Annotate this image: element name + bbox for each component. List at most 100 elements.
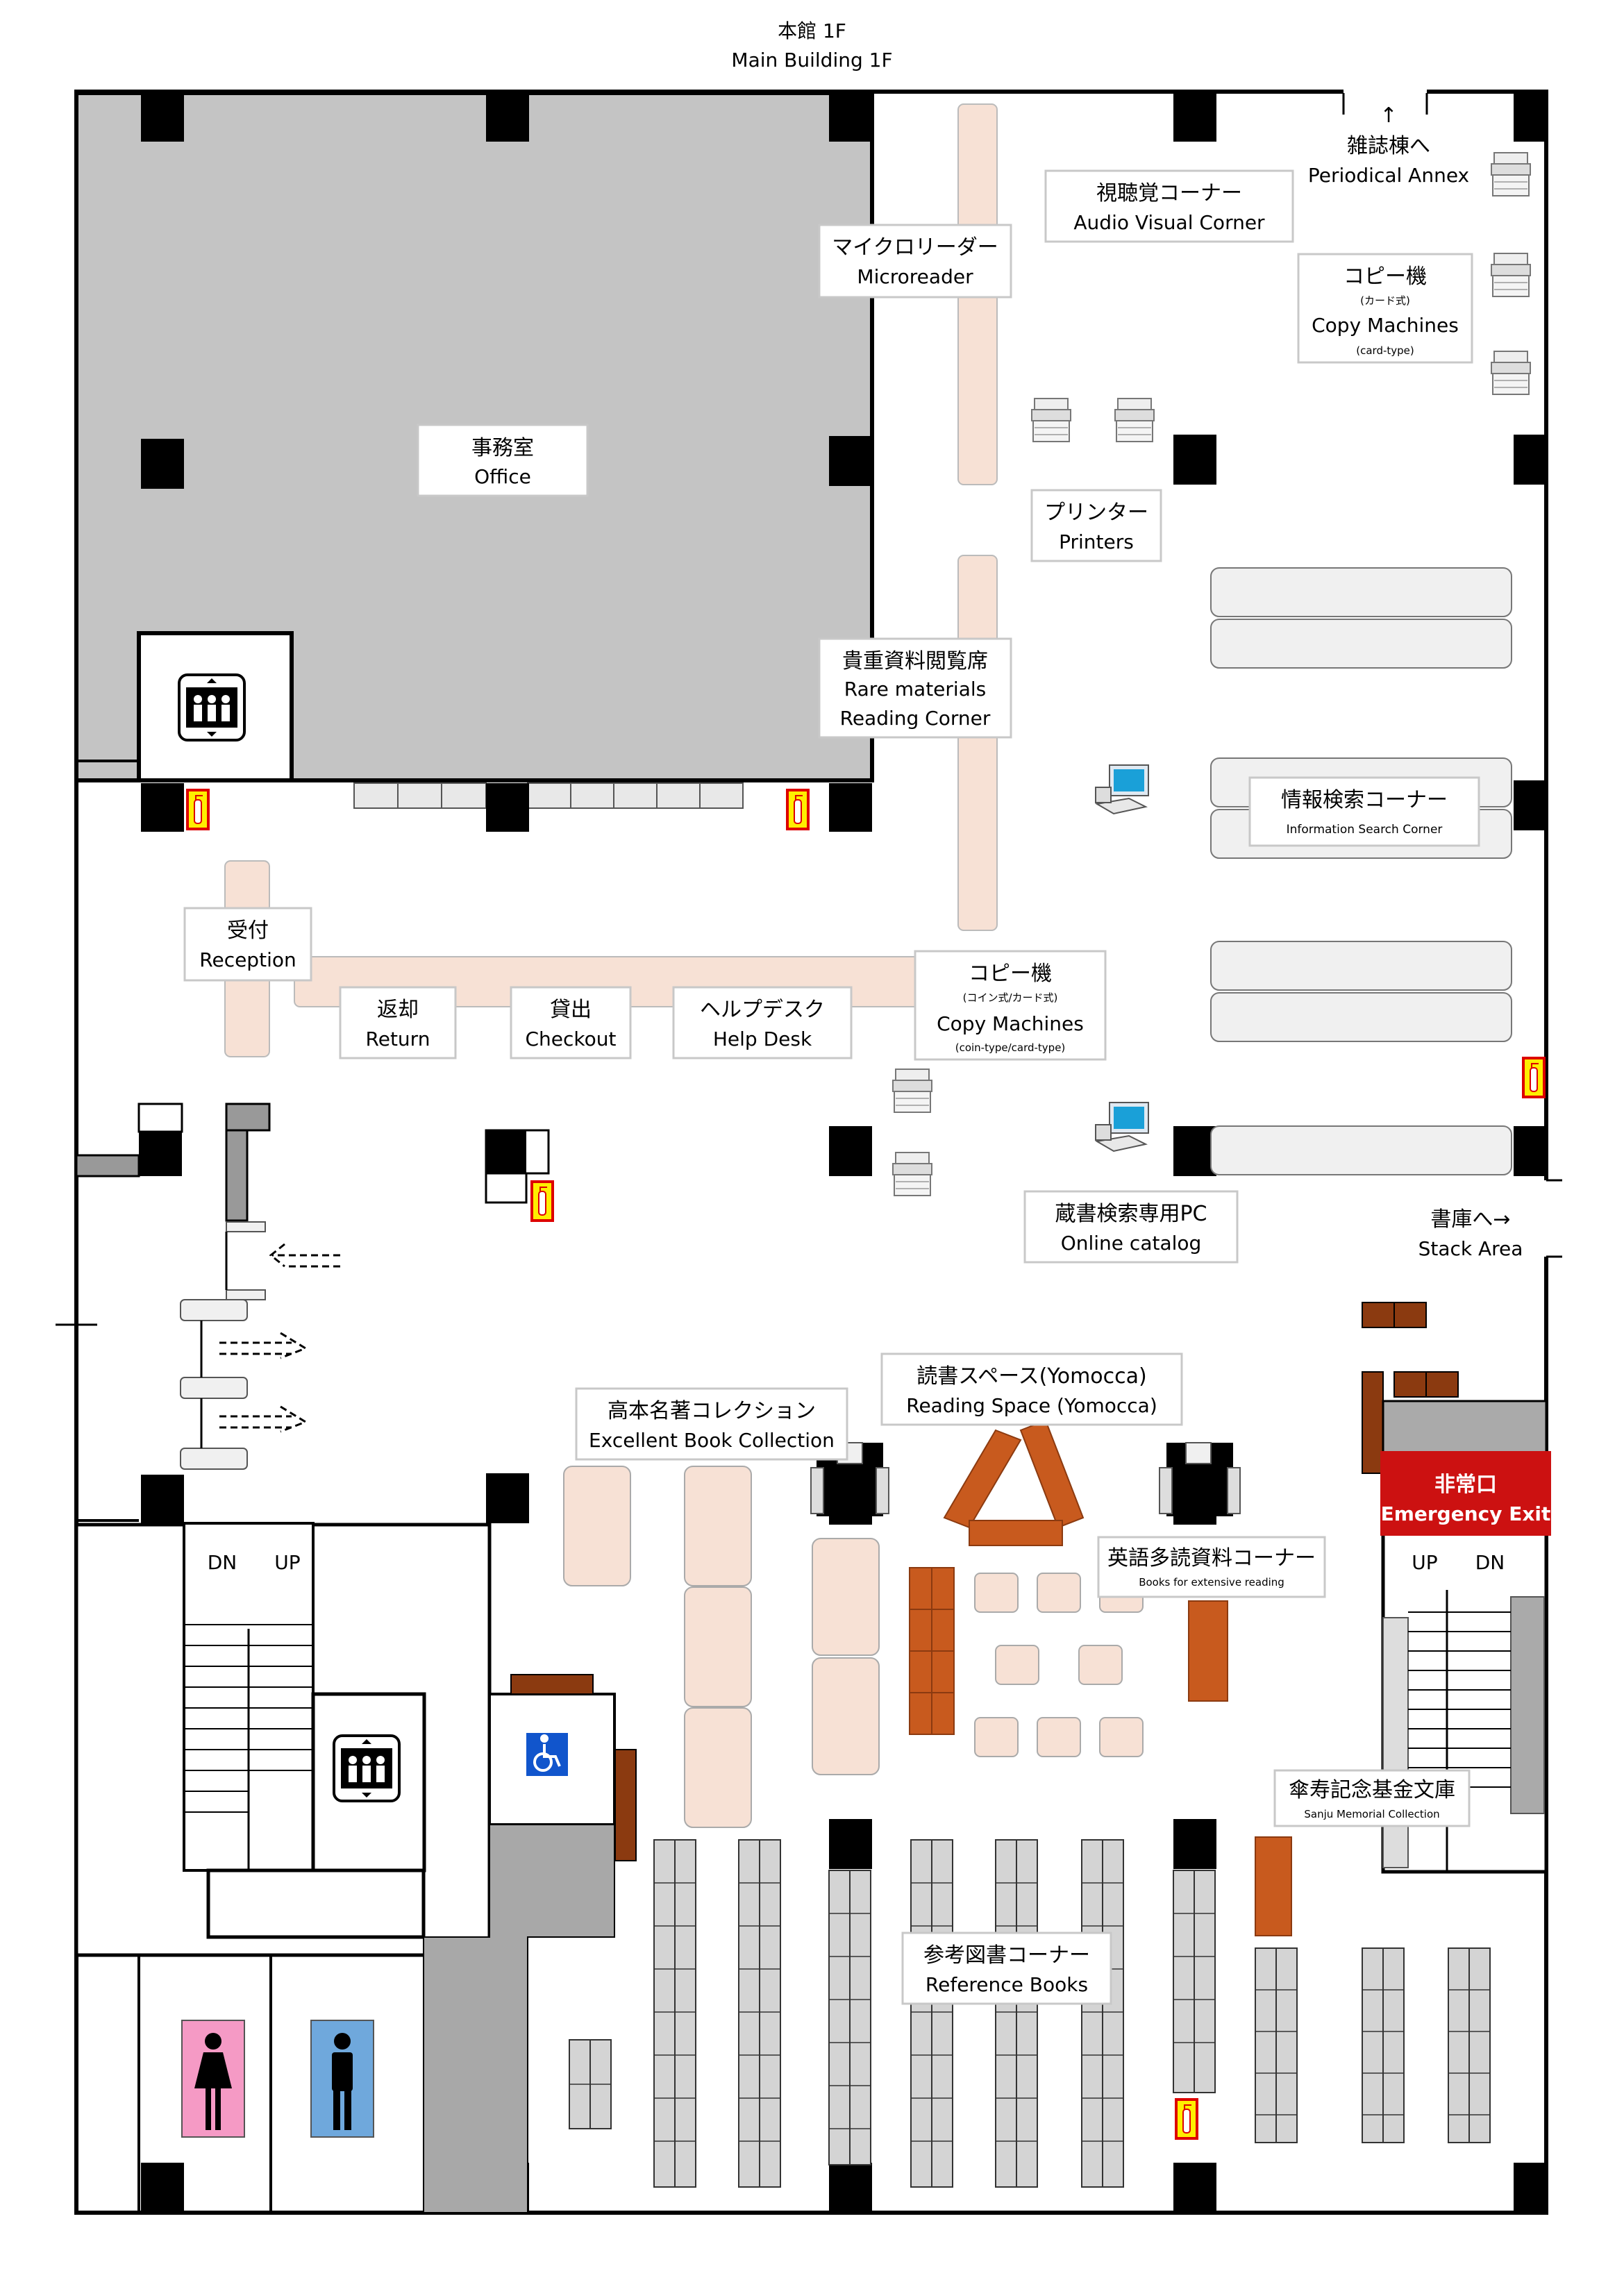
label-emergency-ja: 非常口 bbox=[1434, 1473, 1497, 1497]
label-extensive-ja: 英語多読資料コーナー bbox=[1107, 1546, 1316, 1570]
label-info-search-en: Information Search Corner bbox=[1287, 823, 1443, 837]
label-helpdesk-en: Help Desk bbox=[713, 1028, 812, 1050]
printer-icon bbox=[1031, 398, 1071, 442]
label-online-catalog-en: Online catalog bbox=[1061, 1232, 1202, 1255]
label-rare-en2: Reading Corner bbox=[840, 707, 991, 730]
fire-extinguisher-icon bbox=[530, 1180, 554, 1222]
label-office-ja: 事務室 bbox=[471, 436, 534, 460]
label-periodical-ja: 雑誌棟へ bbox=[1347, 134, 1430, 158]
label-online-catalog: 蔵書検索専用PC Online catalog bbox=[1023, 1190, 1239, 1264]
label-printers-ja: プリンター bbox=[1044, 501, 1148, 525]
label-return-ja: 返却 bbox=[377, 998, 419, 1022]
stairs-right-dn: DN bbox=[1475, 1551, 1505, 1574]
reference-shelves bbox=[569, 1839, 1491, 2188]
page-title-en: Main Building 1F bbox=[731, 49, 893, 72]
label-periodical: ↑ 雑誌棟へ Periodical Annex bbox=[1308, 103, 1469, 187]
label-printers-en: Printers bbox=[1059, 530, 1134, 553]
label-yomocca-en: Reading Space (Yomocca) bbox=[906, 1394, 1157, 1417]
label-copy-card-sub-ja: (カード式) bbox=[1360, 294, 1410, 307]
fire-extinguisher-icon bbox=[1522, 1057, 1546, 1098]
label-stack: 書庫へ→ Stack Area bbox=[1418, 1207, 1523, 1260]
label-copy-card: コピー機 (カード式) Copy Machines (card-type) bbox=[1297, 253, 1473, 364]
label-copy-coin-sub-en: (coin-type/card-type) bbox=[955, 1041, 1066, 1054]
stairs-left-dn: DN bbox=[208, 1551, 237, 1574]
label-return: 返却 Return bbox=[339, 986, 457, 1059]
label-reference-ja: 参考図書コーナー bbox=[923, 1943, 1090, 1968]
label-helpdesk: ヘルプデスク Help Desk bbox=[672, 986, 853, 1059]
annex-doorway bbox=[1343, 89, 1427, 99]
label-copy-card-en: Copy Machines bbox=[1312, 314, 1459, 337]
label-sanju: 傘寿記念基金文庫 Sanju Memorial Collection bbox=[1273, 1769, 1471, 1827]
label-microreader-ja: マイクロリーダー bbox=[832, 235, 998, 260]
label-reception-en: Reception bbox=[199, 948, 296, 971]
label-microreader-en: Microreader bbox=[857, 265, 973, 288]
label-sanju-en: Sanju Memorial Collection bbox=[1304, 1808, 1439, 1820]
entrance-area bbox=[56, 760, 271, 1522]
label-yomocca-ja: 読書スペース(Yomocca) bbox=[916, 1364, 1146, 1389]
label-stairs-right: UP DN bbox=[1412, 1551, 1505, 1574]
label-helpdesk-ja: ヘルプデスク bbox=[700, 998, 825, 1022]
stairwell-left bbox=[74, 1522, 637, 2213]
label-audio-visual-en: Audio Visual Corner bbox=[1073, 211, 1265, 234]
office-windows bbox=[353, 782, 744, 809]
label-reference-en: Reference Books bbox=[926, 1973, 1088, 1996]
label-excellent: 高本名著コレクション Excellent Book Collection bbox=[575, 1387, 848, 1461]
label-excellent-ja: 高本名著コレクション bbox=[608, 1399, 816, 1423]
men-toilet-icon bbox=[332, 2033, 353, 2130]
label-copy-card-ja: コピー機 bbox=[1343, 265, 1427, 289]
printer-icon bbox=[1114, 398, 1155, 442]
label-return-en: Return bbox=[366, 1028, 430, 1050]
label-emergency-en: Emergency Exit bbox=[1381, 1502, 1551, 1525]
label-copy-card-sub-en: (card-type) bbox=[1356, 344, 1414, 357]
stairs-left-up: UP bbox=[274, 1551, 300, 1574]
wooden-shelves bbox=[909, 1567, 1292, 1936]
label-office-en: Office bbox=[474, 465, 531, 488]
label-extensive-en: Books for extensive reading bbox=[1139, 1576, 1284, 1589]
label-checkout: 貸出 Checkout bbox=[510, 986, 632, 1059]
label-emergency: 非常口 Emergency Exit bbox=[1381, 1473, 1551, 1525]
label-info-search: 情報検索コーナー Information Search Corner bbox=[1248, 776, 1480, 847]
label-copy-coin-en: Copy Machines bbox=[937, 1012, 1084, 1035]
label-extensive: 英語多読資料コーナー Books for extensive reading bbox=[1097, 1536, 1326, 1598]
label-periodical-en: Periodical Annex bbox=[1308, 164, 1469, 187]
fire-extinguisher-icon bbox=[186, 789, 210, 830]
label-stairs-left: DN UP bbox=[208, 1551, 301, 1574]
printer-icon bbox=[1491, 351, 1531, 395]
emergency-exit-sign bbox=[1380, 1451, 1551, 1536]
label-info-search-ja: 情報検索コーナー bbox=[1281, 788, 1448, 812]
direction-arrow-icon bbox=[219, 1243, 340, 1433]
label-rare-en1: Rare materials bbox=[844, 678, 986, 701]
elevator-icon bbox=[178, 673, 246, 741]
label-microreader: マイクロリーダー Microreader bbox=[818, 224, 1012, 299]
printer-icon bbox=[892, 1152, 932, 1196]
stairs-right-up: UP bbox=[1412, 1551, 1437, 1574]
label-audio-visual: 視聴覚コーナー Audio Visual Corner bbox=[1044, 169, 1294, 243]
label-reference: 参考図書コーナー Reference Books bbox=[901, 1932, 1112, 2005]
label-excellent-en: Excellent Book Collection bbox=[589, 1429, 835, 1452]
stack-area-door bbox=[1543, 1179, 1562, 1258]
label-reception: 受付 Reception bbox=[183, 907, 312, 982]
label-audio-visual-ja: 視聴覚コーナー bbox=[1096, 181, 1242, 206]
label-copy-coin-ja: コピー機 bbox=[969, 962, 1052, 986]
printer-icon bbox=[1491, 152, 1531, 196]
label-online-catalog-ja: 蔵書検索専用PC bbox=[1055, 1202, 1207, 1226]
label-printers: プリンター Printers bbox=[1030, 489, 1162, 562]
excellent-book-tables bbox=[563, 1466, 1144, 1828]
fire-extinguisher-icon bbox=[786, 789, 810, 830]
label-reception-ja: 受付 bbox=[227, 919, 269, 943]
fire-extinguisher-icon bbox=[1175, 2098, 1198, 2140]
label-yomocca: 読書スペース(Yomocca) Reading Space (Yomocca) bbox=[880, 1352, 1183, 1426]
label-sanju-ja: 傘寿記念基金文庫 bbox=[1289, 1778, 1455, 1802]
label-stack-en: Stack Area bbox=[1418, 1237, 1523, 1260]
label-office: 事務室 Office bbox=[417, 424, 589, 497]
women-toilet-icon bbox=[194, 2033, 232, 2130]
elevator-icon bbox=[333, 1734, 401, 1802]
accessible-toilet-icon bbox=[533, 1734, 561, 1772]
printer-icon bbox=[1491, 253, 1531, 297]
label-checkout-ja: 貸出 bbox=[550, 998, 592, 1022]
printer-icon bbox=[892, 1069, 932, 1113]
page-title: 本館 1F Main Building 1F bbox=[0, 17, 1624, 75]
label-rare-ja: 貴重資料閲覧席 bbox=[842, 649, 988, 673]
yomocca-furniture bbox=[810, 1419, 1241, 1546]
